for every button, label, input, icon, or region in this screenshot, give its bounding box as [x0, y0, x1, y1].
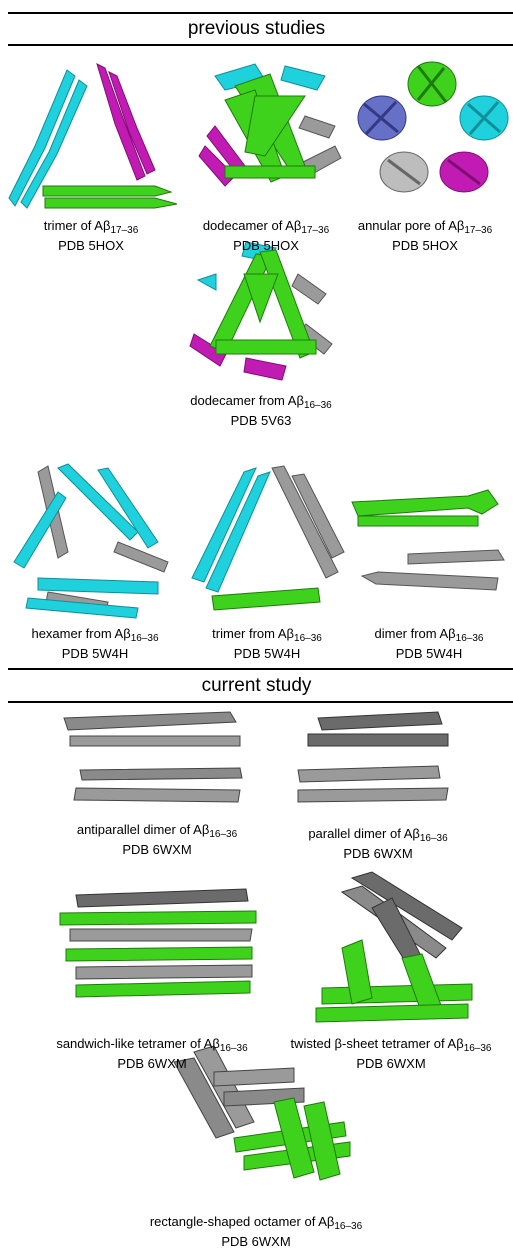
caption-annular-pore-17-36: annular pore of Aβ17–36 PDB 5HOX	[337, 218, 513, 253]
sandwich-tetramer-structure	[56, 875, 266, 1015]
antiparallel-dimer-structure	[60, 708, 250, 808]
top-rule	[8, 12, 513, 14]
caption-dodecamer-17-36: dodecamer of Aβ17–36 PDB 5HOX	[176, 218, 356, 253]
caption-trimer-16-36: trimer from Aβ16–36 PDB 5W4H	[188, 626, 346, 661]
hexamer-16-36-structure	[8, 462, 178, 620]
current-header-rule	[8, 701, 513, 703]
trimer-16-36-structure	[188, 462, 348, 620]
section-header-current: current study	[0, 675, 513, 697]
dodecamer-17-36-structure	[195, 56, 345, 196]
twisted-tetramer-structure	[312, 868, 482, 1028]
caption-antiparallel-dimer: antiparallel dimer of Aβ16–36 PDB 6WXM	[50, 822, 264, 857]
caption-dimer-16-36: dimer from Aβ16–36 PDB 5W4H	[350, 626, 508, 661]
current-top-rule	[8, 668, 513, 670]
caption-trimer-17-36: trimer of Aβ17–36 PDB 5HOX	[2, 218, 180, 253]
annular-pore-17-36-structure	[352, 56, 512, 196]
caption-parallel-dimer: parallel dimer of Aβ16–36 PDB 6WXM	[290, 826, 466, 861]
parallel-dimer-structure	[288, 708, 468, 818]
caption-sandwich-tetramer: sandwich-like tetramer of Aβ16–36 PDB 6W…	[24, 1036, 280, 1071]
caption-rectangle-octamer: rectangle-shaped octamer of Aβ16–36 PDB …	[130, 1214, 382, 1249]
caption-hexamer-16-36: hexamer from Aβ16–36 PDB 5W4H	[8, 626, 182, 661]
caption-dodecamer-16-36: dodecamer from Aβ16–36 PDB 5V63	[156, 393, 366, 428]
trimer-17-36-structure	[5, 58, 185, 218]
dodecamer-16-36-structure	[186, 234, 336, 384]
dimer-16-36-structure	[348, 486, 508, 596]
section-header-previous: previous studies	[0, 18, 513, 40]
previous-header-rule	[8, 44, 513, 46]
caption-twisted-tetramer: twisted β-sheet tetramer of Aβ16–36 PDB …	[272, 1036, 510, 1071]
